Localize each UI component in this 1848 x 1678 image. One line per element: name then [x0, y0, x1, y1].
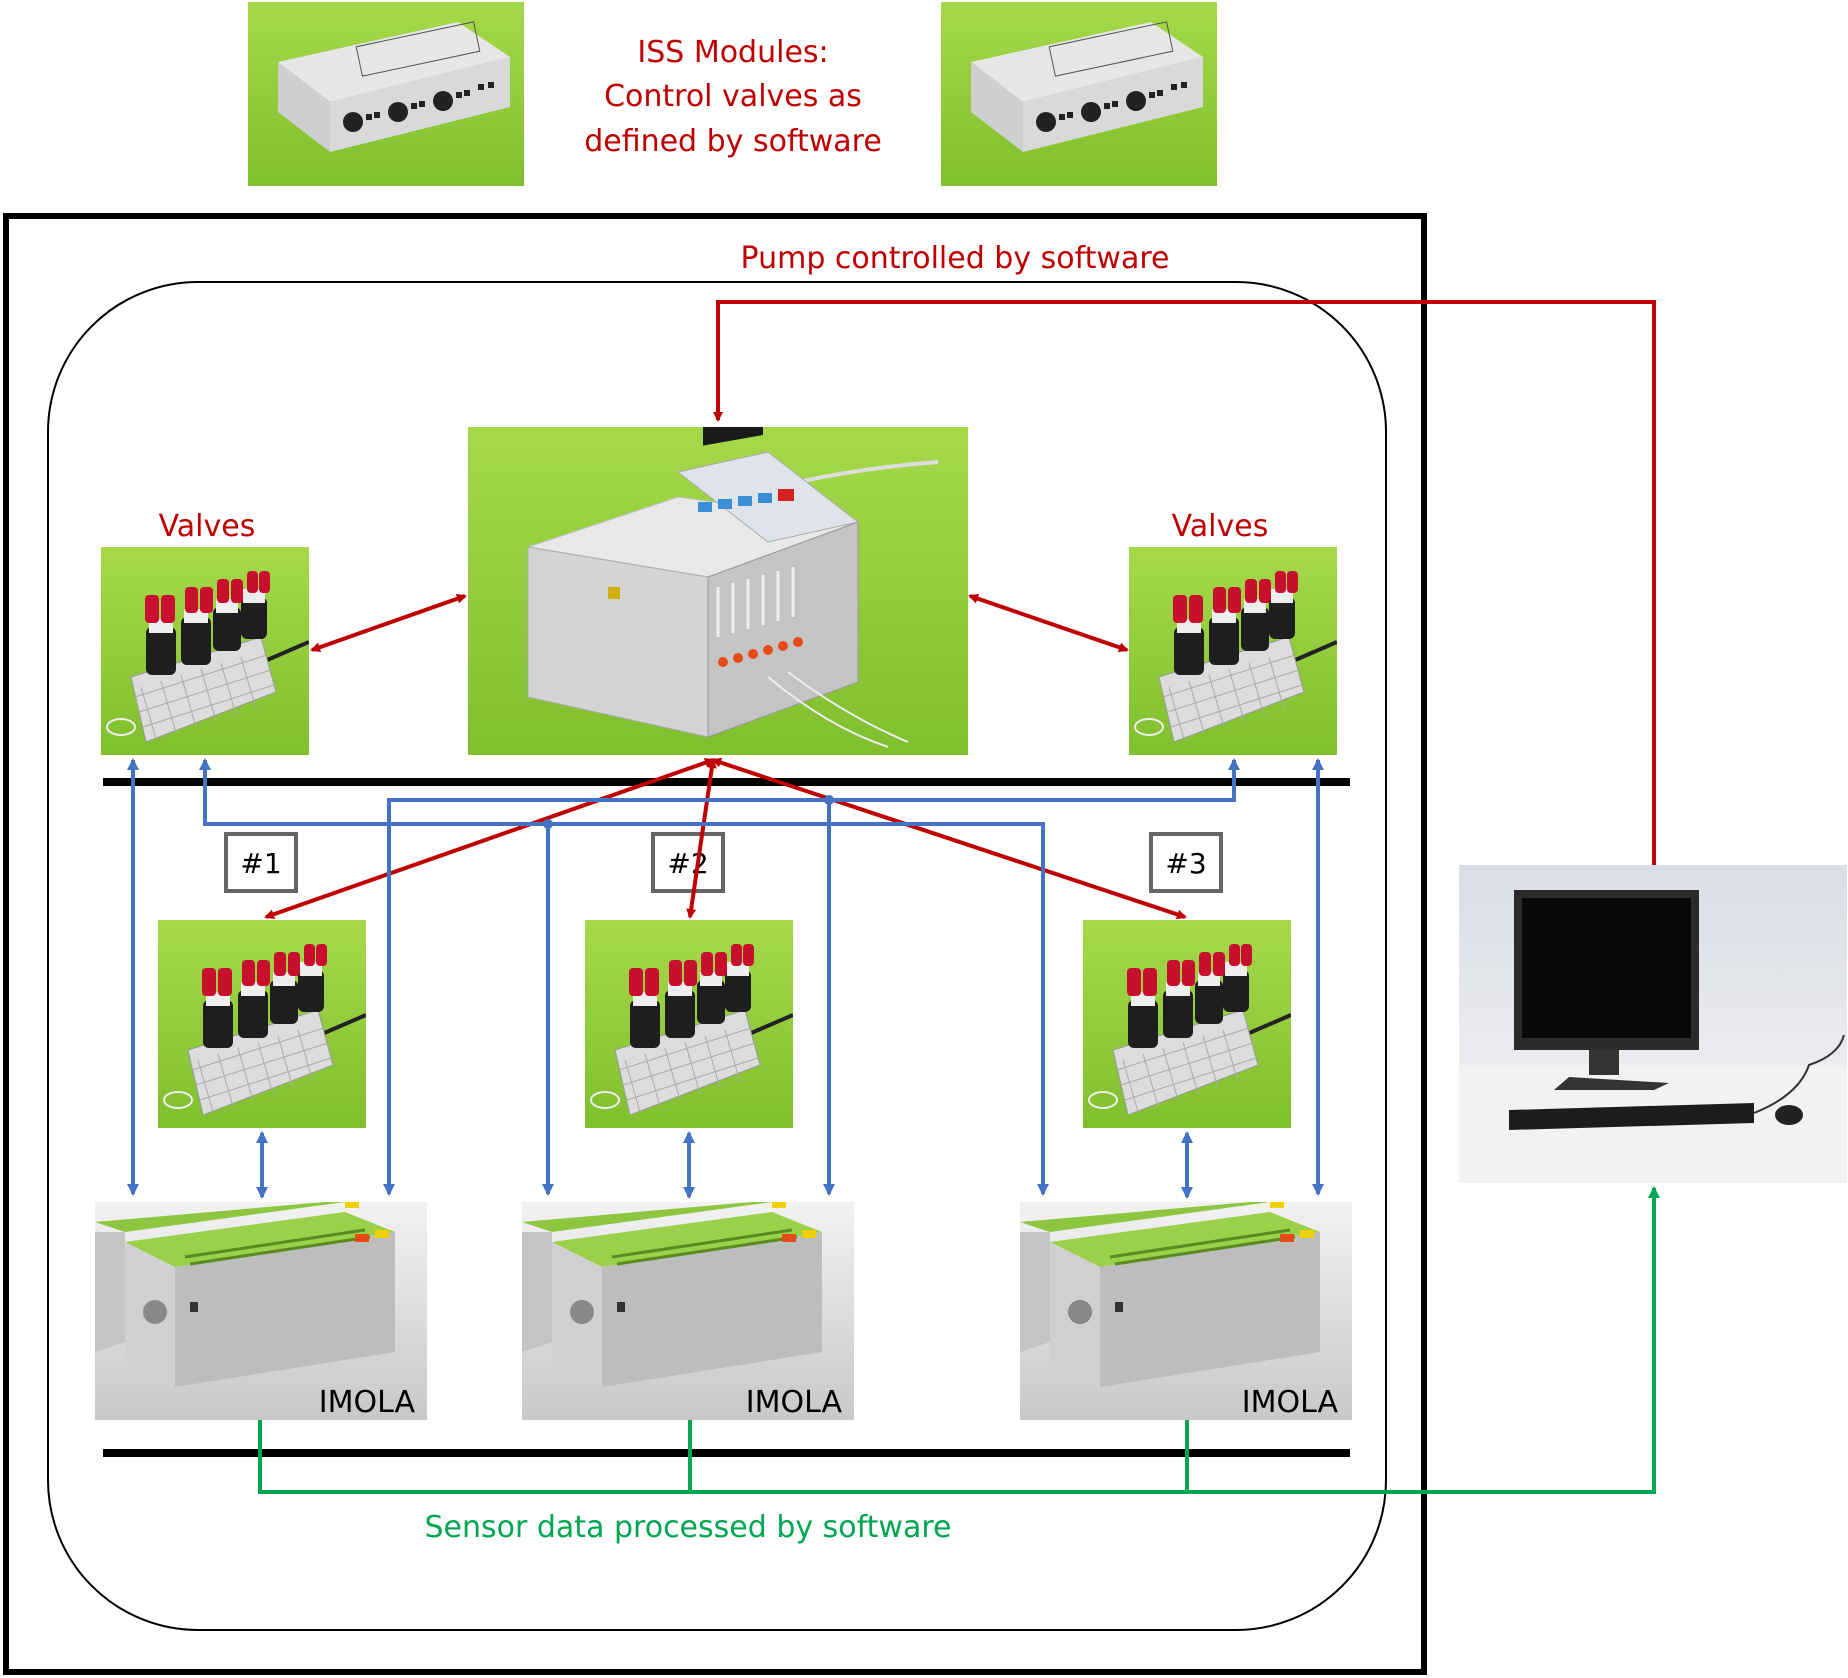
junction-right: [824, 795, 834, 805]
iss-module-photo-right: [941, 2, 1217, 186]
header-line-3: defined by software: [584, 124, 882, 159]
inner-rounded-boundary: [47, 281, 1387, 1631]
iss-module-photo-left: [248, 2, 524, 186]
valves-right-label: Valves: [1172, 509, 1269, 544]
valves-3-photo: [1083, 920, 1291, 1128]
pump-valves-right-line: [968, 593, 1129, 653]
green-sensor-lines: [258, 1186, 1660, 1494]
box-2-label: #2: [667, 847, 708, 880]
blue-fluid-lines: [127, 758, 1324, 1199]
box-3-label: #3: [1165, 847, 1206, 880]
header-line-2: Control valves as: [604, 79, 862, 114]
header-line-1: ISS Modules:: [637, 35, 828, 70]
pc-to-pump-line: [713, 300, 1656, 865]
valves-left-photo: [101, 547, 309, 755]
valves-1-photo: [158, 920, 366, 1128]
imola-3-label: IMOLA: [1242, 1385, 1339, 1420]
computer-photo: [1459, 865, 1847, 1183]
box-1-label: #1: [240, 847, 281, 880]
valves-2-photo: [585, 920, 793, 1128]
pump-valves-left-line: [310, 593, 467, 653]
sensor-bus-line: [258, 1186, 1660, 1494]
pump-photo: [468, 427, 968, 755]
valves-right-photo: [1129, 547, 1337, 755]
sensor-label: Sensor data processed by software: [425, 1510, 952, 1545]
imola-1-label: IMOLA: [319, 1385, 416, 1420]
outer-enclosure: [3, 213, 1427, 1675]
junction-left: [543, 819, 553, 829]
valves-left-label: Valves: [159, 509, 256, 544]
valves-right-imola-1-line: [383, 758, 1240, 1196]
pump-label: Pump controlled by software: [741, 241, 1170, 276]
imola-2-label: IMOLA: [746, 1385, 843, 1420]
